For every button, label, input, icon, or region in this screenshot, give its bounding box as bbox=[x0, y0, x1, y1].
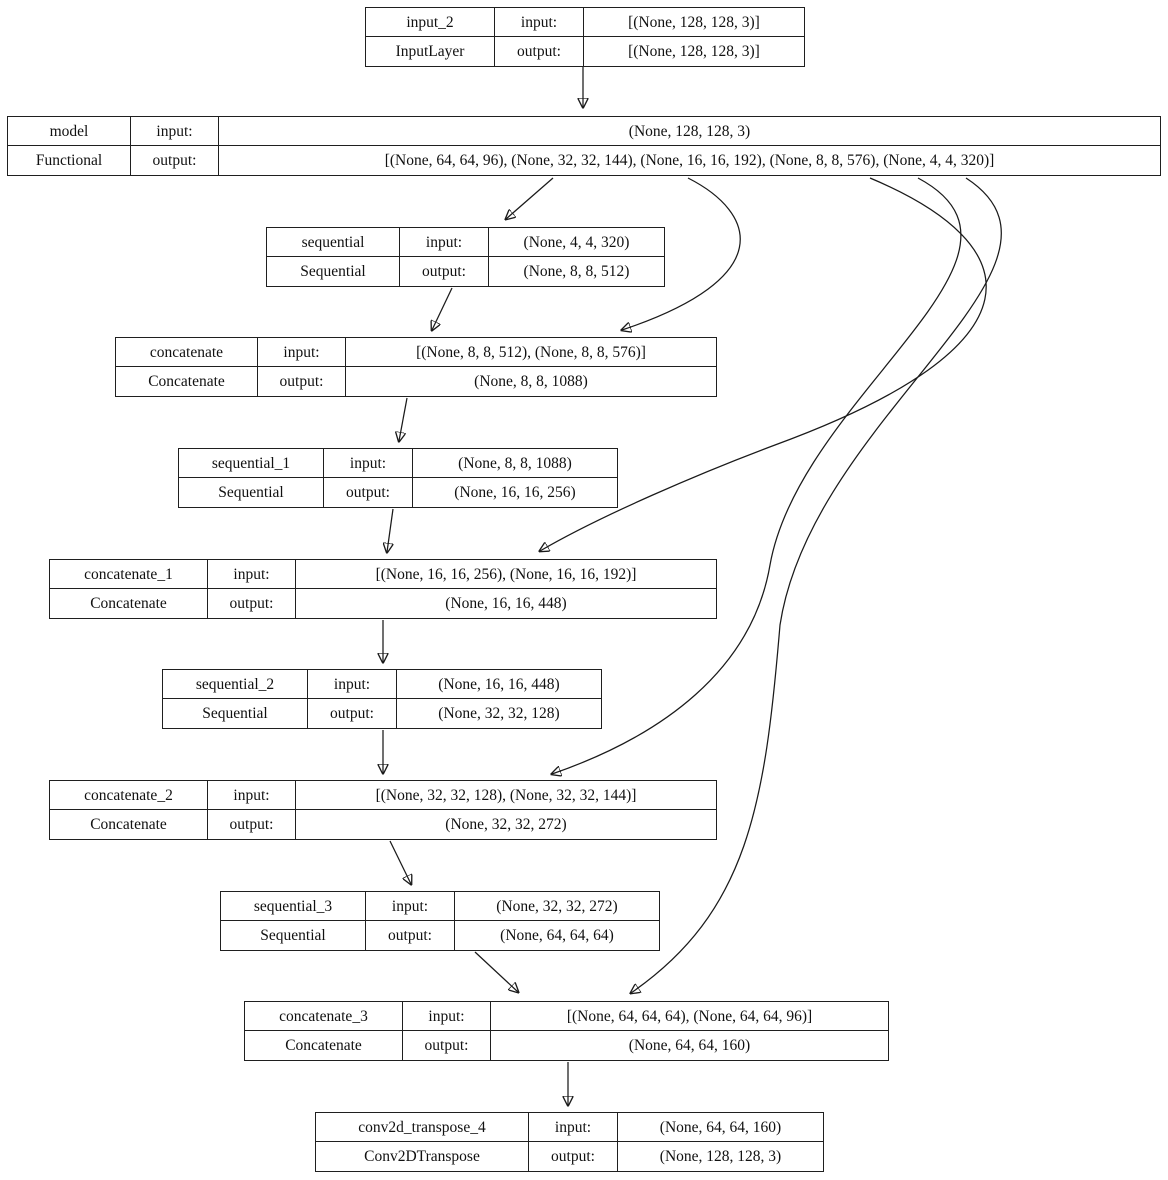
edge-sequential_1-concatenate_1 bbox=[387, 508, 394, 552]
layer-name: concatenate bbox=[116, 338, 258, 367]
node-concatenate_3: concatenate_3 input: [(None, 64, 64, 64)… bbox=[244, 1001, 889, 1061]
output-label: output: bbox=[403, 1031, 491, 1060]
input-shape: (None, 16, 16, 448) bbox=[397, 670, 601, 699]
node-model: model input: (None, 128, 128, 3) Functio… bbox=[7, 116, 1161, 176]
input-shape: [(None, 16, 16, 256), (None, 16, 16, 192… bbox=[296, 560, 716, 589]
input-shape: (None, 64, 64, 160) bbox=[618, 1113, 823, 1142]
input-shape: [(None, 8, 8, 512), (None, 8, 8, 576)] bbox=[346, 338, 716, 367]
layer-class: Concatenate bbox=[50, 589, 208, 618]
edge-model-sequential bbox=[506, 177, 554, 219]
layer-name: concatenate_2 bbox=[50, 781, 208, 810]
output-shape: (None, 32, 32, 128) bbox=[438, 705, 560, 722]
output-shape: (None, 64, 64, 64) bbox=[500, 927, 614, 944]
input-label: input: bbox=[131, 117, 219, 146]
node-sequential: sequential input: (None, 4, 4, 320) Sequ… bbox=[266, 227, 665, 287]
node-input_2: input_2 input: [(None, 128, 128, 3)] Inp… bbox=[365, 7, 805, 67]
output-label: output: bbox=[495, 37, 584, 66]
output-shape: (None, 8, 8, 1088) bbox=[474, 373, 588, 390]
input-label: input: bbox=[366, 892, 455, 921]
output-shape: (None, 16, 16, 448) bbox=[445, 595, 567, 612]
output-label: output: bbox=[258, 367, 346, 396]
layer-name: conv2d_transpose_4 bbox=[316, 1113, 529, 1142]
output-label: output: bbox=[308, 699, 397, 728]
edge-concatenate_2-sequential_3 bbox=[389, 840, 411, 884]
node-sequential_3: sequential_3 input: (None, 32, 32, 272) … bbox=[220, 891, 660, 951]
output-shape: (None, 128, 128, 3) bbox=[659, 1148, 782, 1165]
output-label: output: bbox=[208, 589, 296, 618]
output-label: output: bbox=[400, 257, 489, 286]
layer-name: input_2 bbox=[366, 8, 495, 37]
input-shape: [(None, 32, 32, 128), (None, 32, 32, 144… bbox=[296, 781, 716, 810]
layer-class: Conv2DTranspose bbox=[316, 1142, 529, 1171]
output-shape: (None, 64, 64, 160) bbox=[628, 1037, 751, 1054]
layer-name: model bbox=[8, 117, 131, 146]
layer-class: Sequential bbox=[163, 699, 308, 728]
input-shape: (None, 32, 32, 272) bbox=[455, 892, 659, 921]
input-shape: [(None, 128, 128, 3)] bbox=[584, 8, 804, 37]
input-label: input: bbox=[400, 228, 489, 257]
output-shape: [(None, 128, 128, 3)] bbox=[628, 43, 760, 60]
layer-class: Functional bbox=[8, 146, 131, 175]
layer-name: sequential bbox=[267, 228, 400, 257]
edge-sequential-concatenate bbox=[432, 287, 453, 330]
output-label: output: bbox=[529, 1142, 618, 1171]
layer-class: Sequential bbox=[221, 921, 366, 950]
layer-class: Concatenate bbox=[50, 810, 208, 839]
input-label: input: bbox=[495, 8, 584, 37]
layer-class: Concatenate bbox=[245, 1031, 403, 1060]
input-label: input: bbox=[403, 1002, 491, 1031]
input-label: input: bbox=[529, 1113, 618, 1142]
node-sequential_2: sequential_2 input: (None, 16, 16, 448) … bbox=[162, 669, 602, 729]
input-shape: (None, 8, 8, 1088) bbox=[413, 449, 617, 478]
input-label: input: bbox=[208, 560, 296, 589]
layer-name: concatenate_1 bbox=[50, 560, 208, 589]
input-label: input: bbox=[208, 781, 296, 810]
output-shape: (None, 16, 16, 256) bbox=[454, 484, 576, 501]
output-label: output: bbox=[324, 478, 413, 507]
output-shape: [(None, 64, 64, 96), (None, 32, 32, 144)… bbox=[384, 152, 995, 169]
node-concatenate_1: concatenate_1 input: [(None, 16, 16, 256… bbox=[49, 559, 717, 619]
input-shape: [(None, 64, 64, 64), (None, 64, 64, 96)] bbox=[491, 1002, 888, 1031]
input-label: input: bbox=[324, 449, 413, 478]
layer-name: sequential_2 bbox=[163, 670, 308, 699]
edge-sequential_3-concatenate_3 bbox=[474, 951, 518, 992]
edge-concatenate-sequential_1 bbox=[399, 397, 408, 441]
output-shape: (None, 32, 32, 272) bbox=[445, 816, 567, 833]
node-conv2d_transpose_4: conv2d_transpose_4 input: (None, 64, 64,… bbox=[315, 1112, 824, 1172]
layer-name: sequential_3 bbox=[221, 892, 366, 921]
output-label: output: bbox=[131, 146, 219, 175]
layer-class: Sequential bbox=[179, 478, 324, 507]
output-label: output: bbox=[366, 921, 455, 950]
output-label: output: bbox=[208, 810, 296, 839]
layer-class: InputLayer bbox=[366, 37, 495, 66]
layer-class: Sequential bbox=[267, 257, 400, 286]
input-label: input: bbox=[308, 670, 397, 699]
layer-name: concatenate_3 bbox=[245, 1002, 403, 1031]
layer-name: sequential_1 bbox=[179, 449, 324, 478]
input-shape: (None, 128, 128, 3) bbox=[219, 117, 1160, 146]
node-concatenate: concatenate input: [(None, 8, 8, 512), (… bbox=[115, 337, 717, 397]
output-shape: (None, 8, 8, 512) bbox=[523, 263, 630, 280]
node-sequential_1: sequential_1 input: (None, 8, 8, 1088) S… bbox=[178, 448, 618, 508]
node-concatenate_2: concatenate_2 input: [(None, 32, 32, 128… bbox=[49, 780, 717, 840]
input-label: input: bbox=[258, 338, 346, 367]
layer-class: Concatenate bbox=[116, 367, 258, 396]
input-shape: (None, 4, 4, 320) bbox=[489, 228, 664, 257]
